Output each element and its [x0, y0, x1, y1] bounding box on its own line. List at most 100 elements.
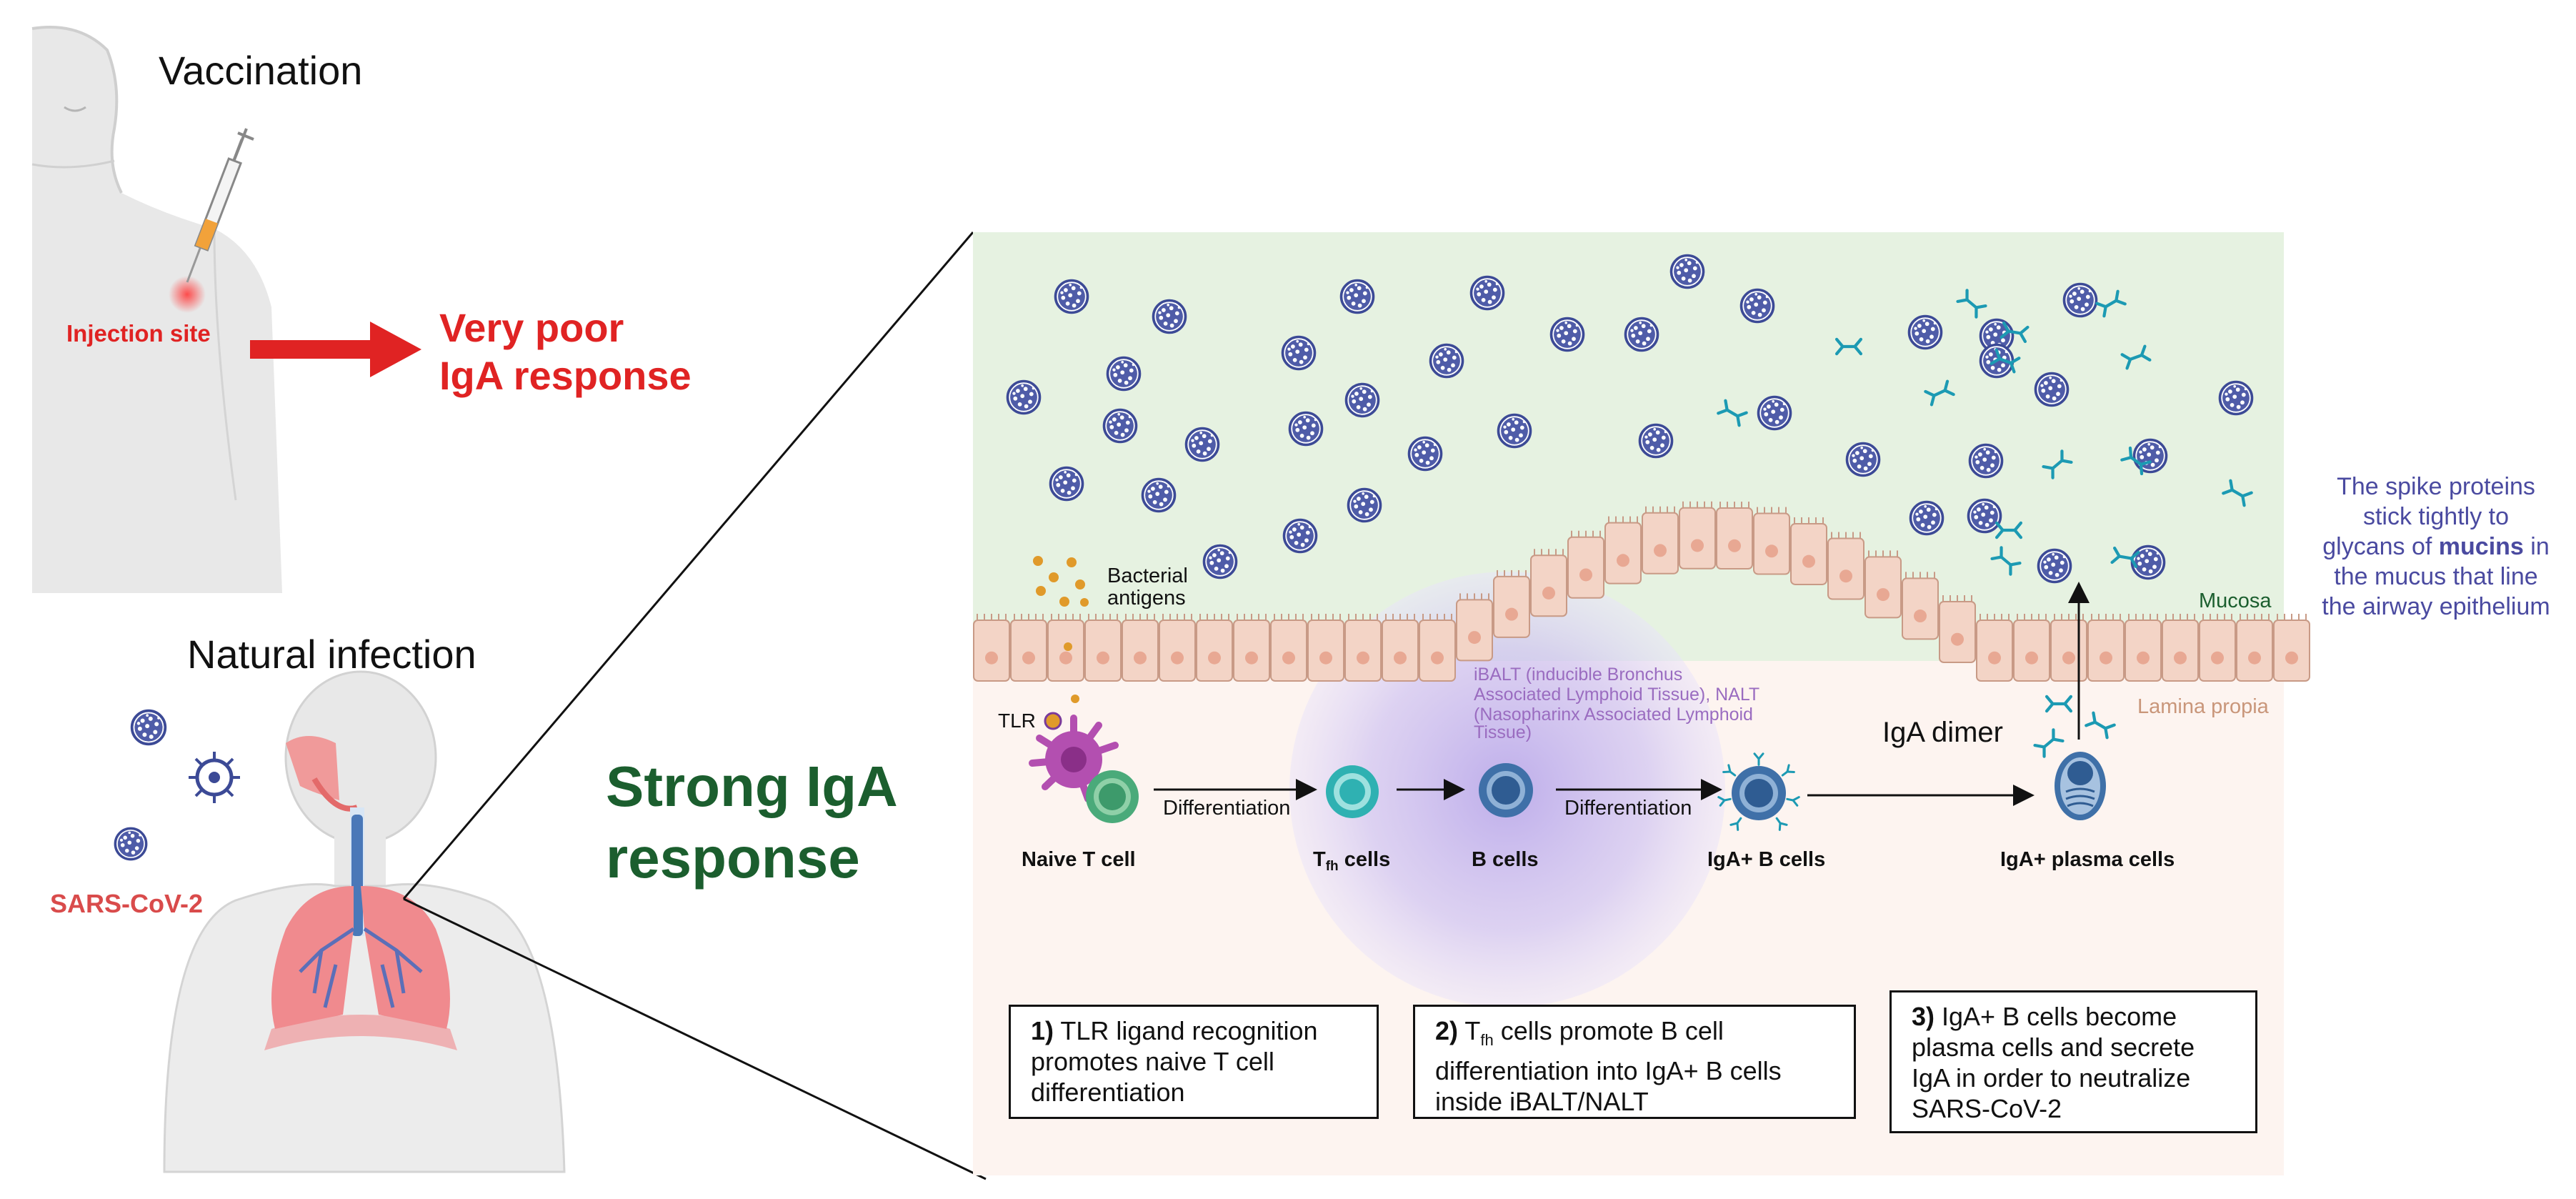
virus-icon — [1739, 288, 1775, 324]
step-2-line2: differentiation into IgA+ B cells — [1435, 1056, 1782, 1086]
epithelial-cell — [1790, 522, 1827, 585]
cell-nucleus — [1839, 569, 1852, 583]
cell-nucleus — [1245, 651, 1258, 665]
tfh-cell-icon — [1326, 765, 1379, 818]
epithelial-cell — [1270, 620, 1307, 682]
epithelial-cell — [1382, 620, 1419, 682]
epithelial-cell — [1567, 536, 1604, 599]
virus-icon — [1497, 413, 1532, 449]
cell-nucleus — [1208, 651, 1221, 665]
epithelial-cell — [2273, 620, 2310, 682]
virus-icon — [2034, 372, 2070, 407]
epithelial-cell — [1344, 620, 1382, 682]
cell-nucleus — [1282, 651, 1295, 665]
virus-icon — [1909, 500, 1945, 536]
virus-icon — [1152, 299, 1187, 334]
step-2-box: 2) Tfh cells promote B cell differentiat… — [1413, 1005, 1856, 1119]
svg-text:the airway epithelium: the airway epithelium — [2322, 593, 2550, 620]
epithelial-cell — [1976, 620, 2013, 682]
cell-nucleus — [1394, 651, 1407, 665]
svg-text:stick tightly to: stick tightly to — [2363, 503, 2509, 530]
virus-icon — [1288, 411, 1324, 447]
zoom-line-bottom — [403, 897, 987, 1180]
epithelial-cell — [2013, 620, 2050, 682]
virus-icon — [1281, 335, 1317, 371]
virus-icon — [1347, 487, 1382, 523]
cell-nucleus — [1691, 539, 1704, 552]
epithelial-cell — [1642, 512, 1679, 574]
epithelial-cell — [1456, 599, 1493, 662]
virus-icon — [1469, 275, 1505, 311]
epithelial-cell — [1902, 577, 1939, 640]
bacterial-antigen-dots — [1033, 556, 1089, 703]
virus-icon — [2218, 380, 2254, 416]
cell-nucleus — [1914, 610, 1927, 623]
cell-nucleus — [1765, 544, 1778, 558]
vaccination-person-figure — [31, 26, 282, 593]
epithelial-cell — [2050, 620, 2087, 682]
virus-icon — [1202, 544, 1238, 579]
cell-nucleus — [1097, 651, 1109, 665]
epithelial-cell — [1716, 507, 1753, 570]
epithelial-cell — [1419, 620, 1456, 682]
epithelial-cell — [2087, 620, 2125, 682]
infected-person-figure — [163, 670, 566, 1173]
cell-nucleus — [1505, 607, 1518, 621]
injection-site-glow — [169, 276, 206, 313]
epithelial-cell — [973, 620, 1010, 682]
mucosa-label: Mucosa — [2199, 589, 2272, 612]
differentiation-label-2: Differentiation — [1564, 797, 1692, 820]
virus-icon — [1282, 518, 1318, 554]
step-1-box: 1) TLR ligand recognition promotes naive… — [1009, 1005, 1379, 1119]
virus-icon — [1549, 317, 1585, 352]
iga-plasma-cell-icon — [2055, 752, 2106, 820]
virus-icon — [1638, 423, 1674, 459]
iga-b-cell-icon — [1717, 752, 1800, 831]
virus-icon — [114, 827, 148, 861]
virus-icon — [1845, 442, 1881, 477]
cell-nucleus — [1877, 588, 1889, 602]
cell-nucleus — [1654, 544, 1667, 557]
step-3-line4: SARS-CoV-2 — [1912, 1094, 2062, 1123]
epithelial-cell — [2199, 620, 2236, 682]
virus-icon — [1967, 498, 2002, 534]
cell-nucleus — [1431, 651, 1444, 665]
step-2-line3: inside iBALT/NALT — [1435, 1087, 1649, 1117]
virus-icon — [1907, 314, 1943, 350]
coronavirus-spiked-icon — [189, 752, 240, 803]
virus-icon — [1102, 408, 1138, 444]
b-cells-label: B cells — [1472, 848, 1539, 871]
virus-icon — [2130, 544, 2166, 580]
cell-nucleus — [1802, 554, 1815, 568]
cell-nucleus — [1468, 631, 1481, 645]
step-3-line1: IgA+ B cells become — [1935, 1002, 2177, 1031]
epithelial-cell — [1939, 600, 1976, 663]
zoom-line-top — [402, 232, 974, 900]
very-poor-response-line2: IgA response — [439, 353, 692, 398]
epithelial-cell — [1864, 556, 1902, 619]
step-1-line1: TLR ligand recognition — [1054, 1016, 1318, 1045]
cell-nucleus — [985, 651, 998, 665]
svg-text:the mucus that line: the mucus that line — [2334, 563, 2537, 590]
cell-nucleus — [1542, 586, 1555, 600]
epithelial-cell — [1047, 620, 1084, 682]
virus-icon — [1141, 477, 1177, 513]
injection-site-label: Injection site — [66, 320, 211, 347]
virus-icon — [1106, 356, 1142, 392]
step-1-line3: differentiation — [1031, 1078, 1185, 1107]
ibalt-label-line3: (Nasopharinx Associated Lymphoid — [1474, 705, 1753, 725]
spike-protein-note: The spike proteins stick tightly to glyc… — [2322, 473, 2550, 620]
virus-icon — [2132, 438, 2168, 474]
virus-icon — [1344, 382, 1380, 418]
epithelial-cell — [1159, 620, 1196, 682]
bacterial-antigens-line1: Bacterial — [1107, 564, 1188, 587]
virus-icon — [1184, 427, 1220, 462]
sars-cov-2-label: SARS-CoV-2 — [50, 889, 203, 918]
step-1-line2: promotes naive T cell — [1031, 1047, 1274, 1076]
cell-nucleus — [2248, 651, 2261, 665]
cell-nucleus — [2137, 651, 2150, 665]
virus-icon — [1429, 343, 1464, 379]
cell-nucleus — [1617, 554, 1629, 567]
cell-nucleus — [2100, 651, 2112, 665]
naive-t-cell-icon — [1029, 712, 1139, 823]
